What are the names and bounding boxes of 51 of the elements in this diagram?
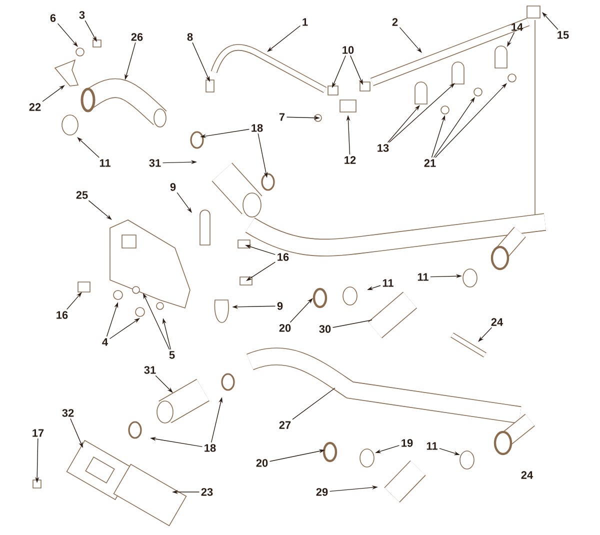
callout-number: 11 (426, 442, 438, 450)
callout-number: 9 (170, 183, 176, 191)
leader-line (542, 12, 558, 30)
callout-number: 5 (169, 351, 175, 359)
callout-number: 10 (342, 46, 354, 54)
leader-line (66, 292, 82, 310)
callout-number: 7 (279, 113, 285, 121)
callout-number: 4 (102, 338, 108, 346)
callout-number: 1 (302, 18, 308, 26)
callout-number: 3 (79, 11, 85, 19)
callout-number: 6 (50, 14, 56, 22)
leader-line (388, 83, 455, 143)
callout-number: 32 (62, 409, 74, 417)
callout-number: 30 (319, 325, 331, 333)
callout-number: 24 (521, 471, 534, 479)
callout-number: 20 (256, 459, 268, 467)
callout-number: 18 (204, 444, 216, 452)
callout-number: 12 (344, 156, 356, 164)
callout-number: 24 (491, 318, 504, 326)
callout-number: 23 (201, 488, 213, 496)
callout-number: 14 (512, 23, 524, 31)
callout-number: 19 (402, 439, 413, 447)
leader-line (434, 83, 507, 158)
leader-line (332, 320, 372, 328)
callout-number: 15 (558, 31, 569, 39)
callout-number: 17 (32, 429, 44, 437)
callout-number: 25 (76, 191, 88, 199)
callout-number: 11 (418, 273, 428, 281)
callout-number: 8 (187, 33, 193, 41)
leader-line (290, 298, 313, 323)
callout-number: 31 (144, 366, 156, 374)
callout-number: 26 (131, 33, 143, 41)
callout-number: 22 (29, 103, 41, 111)
callout-number: 2 (392, 18, 398, 26)
callout-number: 13 (378, 144, 389, 152)
leader-line (77, 137, 100, 158)
leader-line (155, 375, 173, 393)
callout-number: 29 (316, 488, 328, 496)
leader-line (478, 327, 492, 342)
callout-number: 9 (277, 302, 283, 310)
callout-number: 11 (100, 159, 110, 167)
callout-number: 18 (252, 124, 263, 132)
callout-number: 16 (56, 311, 68, 319)
leader-line (387, 105, 420, 143)
callout-number: 31 (149, 159, 161, 167)
callout-number: 20 (279, 324, 291, 332)
leader-line (292, 388, 336, 420)
callout-number: 21 (424, 159, 436, 167)
callout-number: 16 (278, 253, 289, 261)
callout-number: 11 (382, 279, 394, 287)
callout-number: 27 (279, 421, 291, 429)
